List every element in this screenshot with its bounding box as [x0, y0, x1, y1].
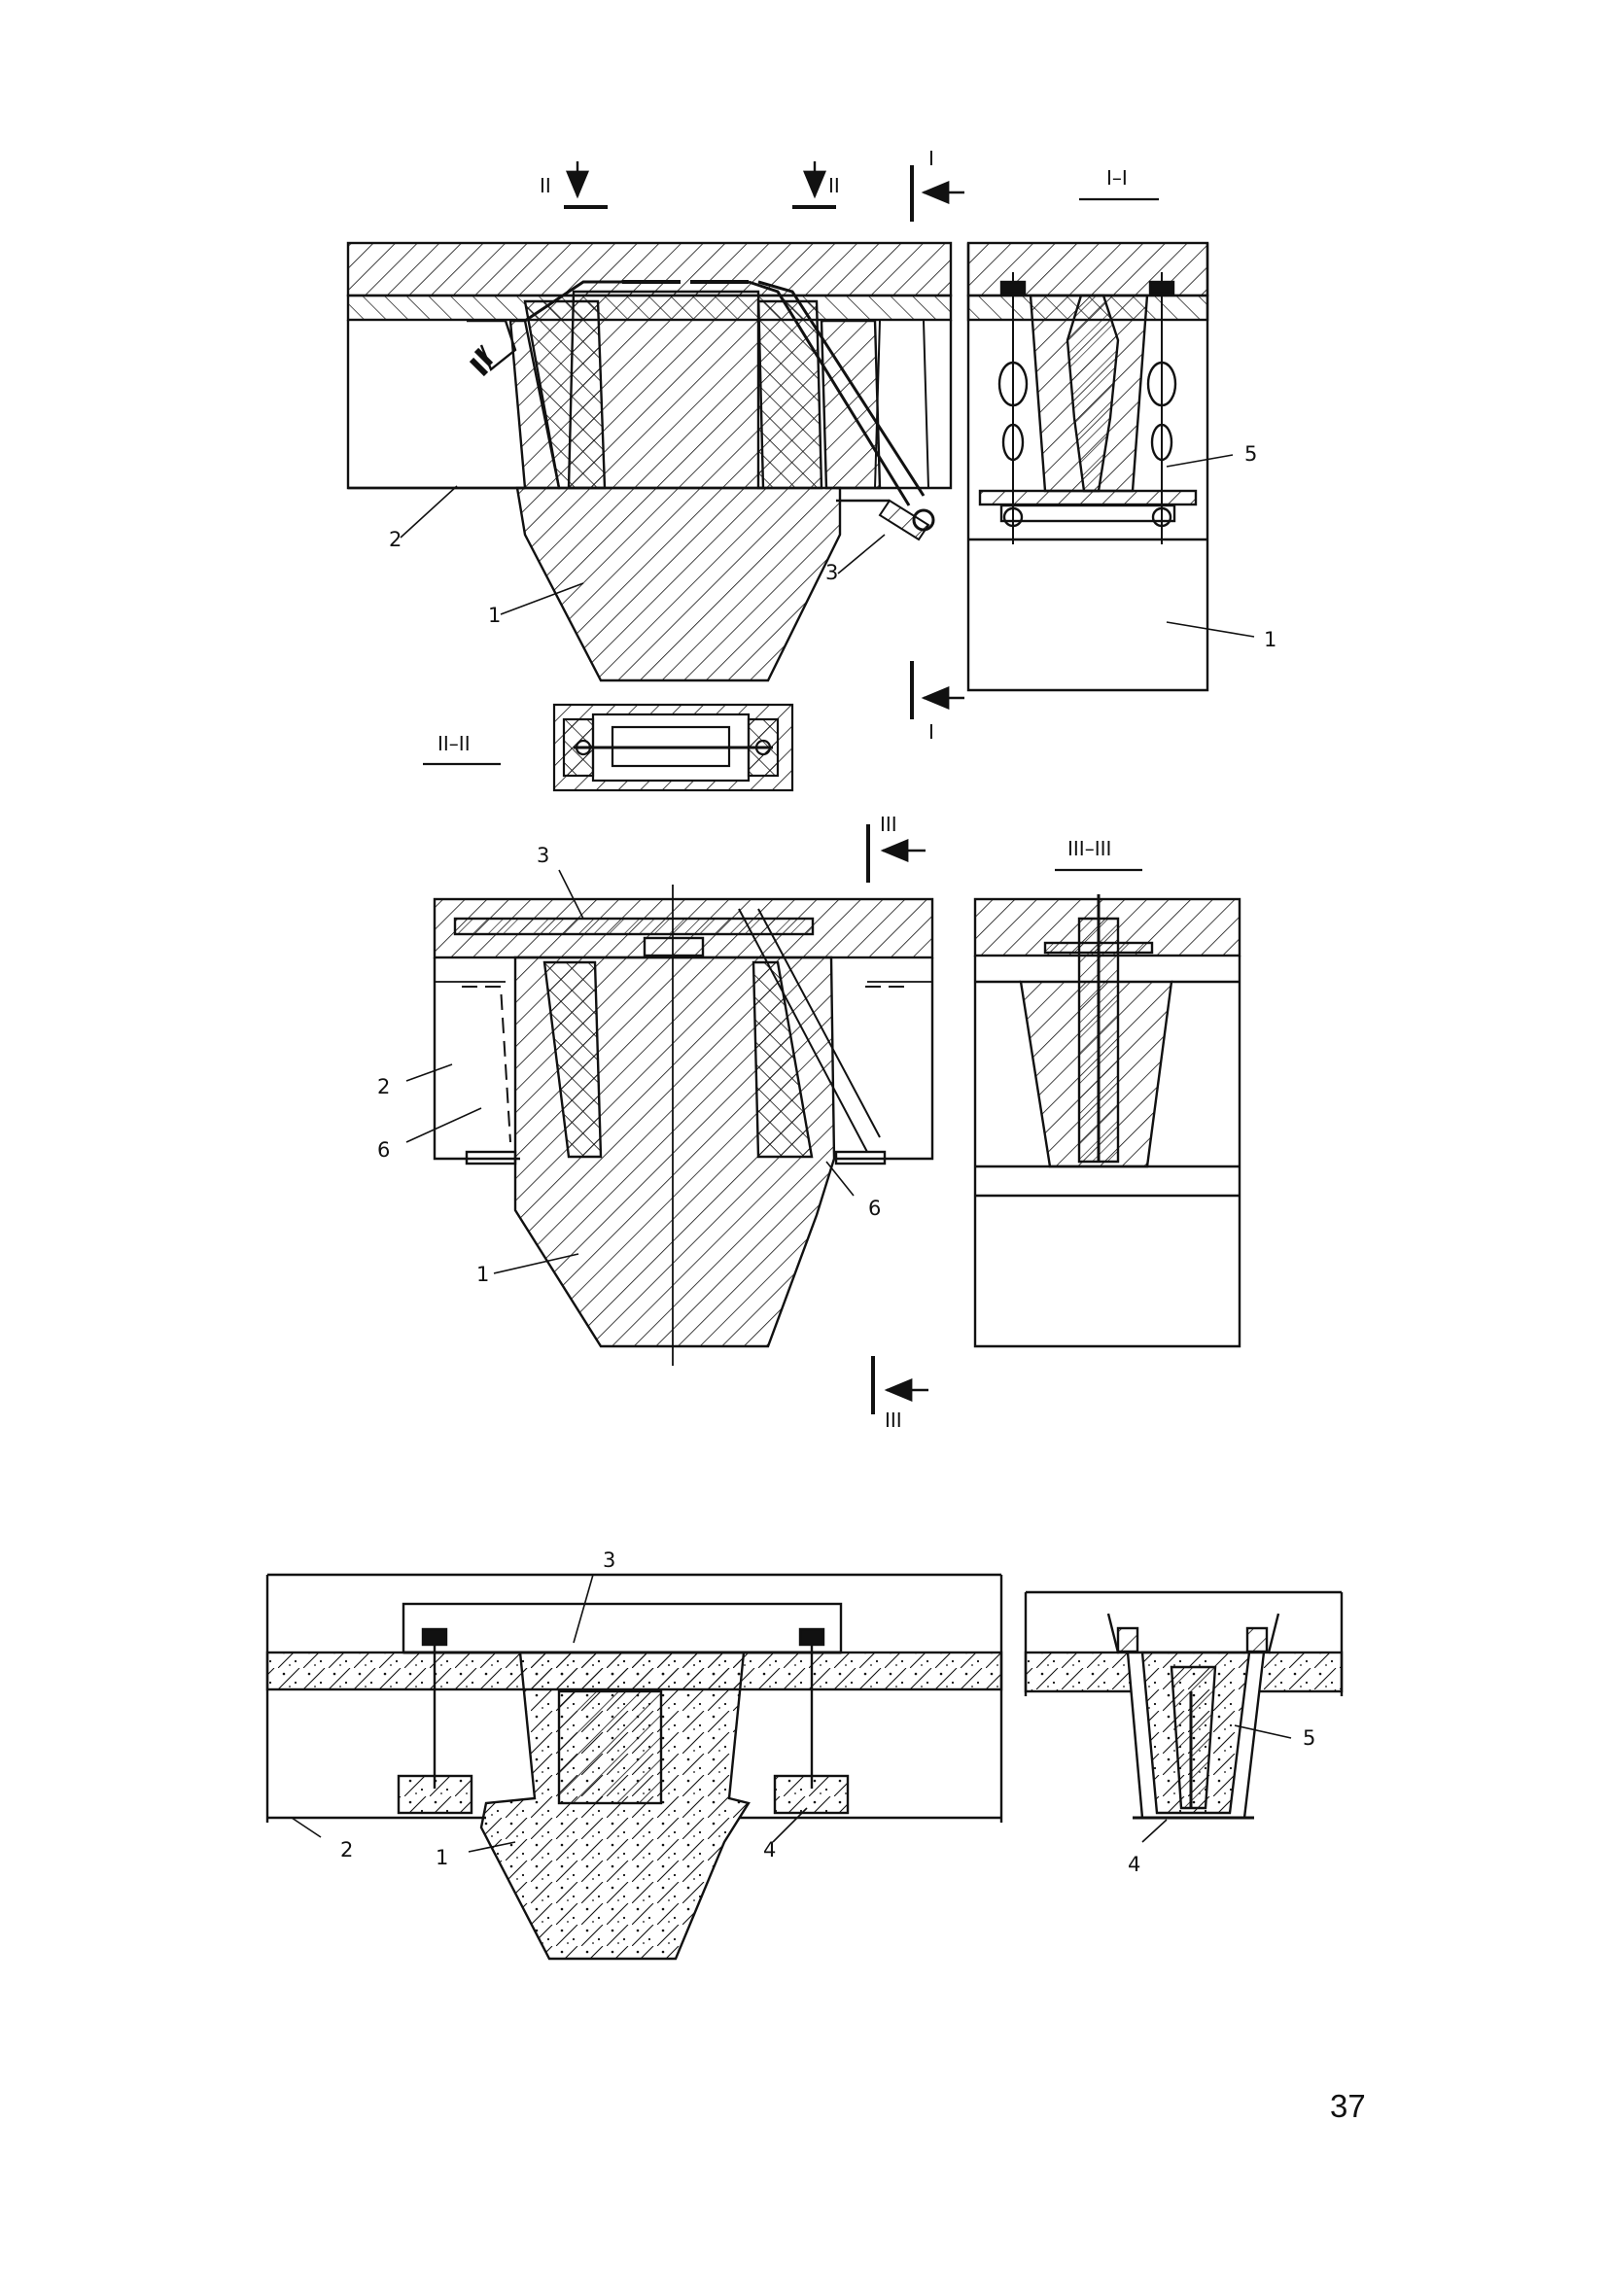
figure-3-elevation	[265, 1573, 1003, 1961]
fig3-callout-1: 1	[436, 1846, 448, 1869]
figure-2-elevation	[405, 869, 934, 1366]
figure-1-elevation	[346, 241, 953, 682]
fig1-callout-1: 1	[488, 604, 501, 627]
section-III-III-view	[973, 894, 1241, 1348]
section-arrow-I-top	[910, 165, 964, 222]
sectionI-callout-5: 5	[1244, 442, 1257, 466]
fig3-callout-3: 3	[603, 1548, 615, 1572]
section-title-I-I: I–I	[1106, 166, 1128, 190]
section-II-II-plan	[552, 703, 794, 792]
section-arrow-III-top	[866, 824, 926, 883]
section-I-I-view	[966, 241, 1255, 692]
fig2-callout-6-right: 6	[868, 1197, 881, 1220]
fig2-callout-2: 2	[377, 1075, 390, 1098]
fig3-section-callout-4: 4	[1128, 1853, 1140, 1876]
fig2-callout-3: 3	[537, 844, 549, 867]
section-arrow-II-left	[564, 161, 608, 209]
fig3-callout-2: 2	[340, 1838, 353, 1861]
fig3-callout-4: 4	[763, 1838, 776, 1861]
page-number: 37	[1330, 2088, 1366, 2124]
fig3-section-callout-5: 5	[1303, 1726, 1315, 1750]
section-label-I-bottom: I	[928, 720, 934, 744]
section-arrow-III-bottom	[871, 1356, 928, 1414]
section-label-I-top: I	[928, 147, 934, 170]
section-arrow-II-right	[792, 161, 836, 209]
section-label-II-right: II	[828, 174, 840, 197]
section-label-III-bottom: III	[885, 1409, 902, 1432]
fig2-callout-1: 1	[476, 1263, 489, 1286]
fig2-callout-6-left: 6	[377, 1138, 390, 1162]
fig1-callout-2: 2	[389, 528, 402, 551]
figure-3-section-view	[1024, 1590, 1344, 1843]
fig1-callout-3: 3	[825, 561, 838, 584]
section-arrow-I-bottom	[910, 661, 964, 719]
section-title-II-II: II–II	[437, 732, 471, 755]
sectionI-callout-1: 1	[1264, 628, 1276, 651]
section-label-III-top: III	[880, 813, 897, 836]
section-title-III-III: III–III	[1067, 837, 1111, 860]
section-label-II-left: II	[540, 174, 551, 197]
